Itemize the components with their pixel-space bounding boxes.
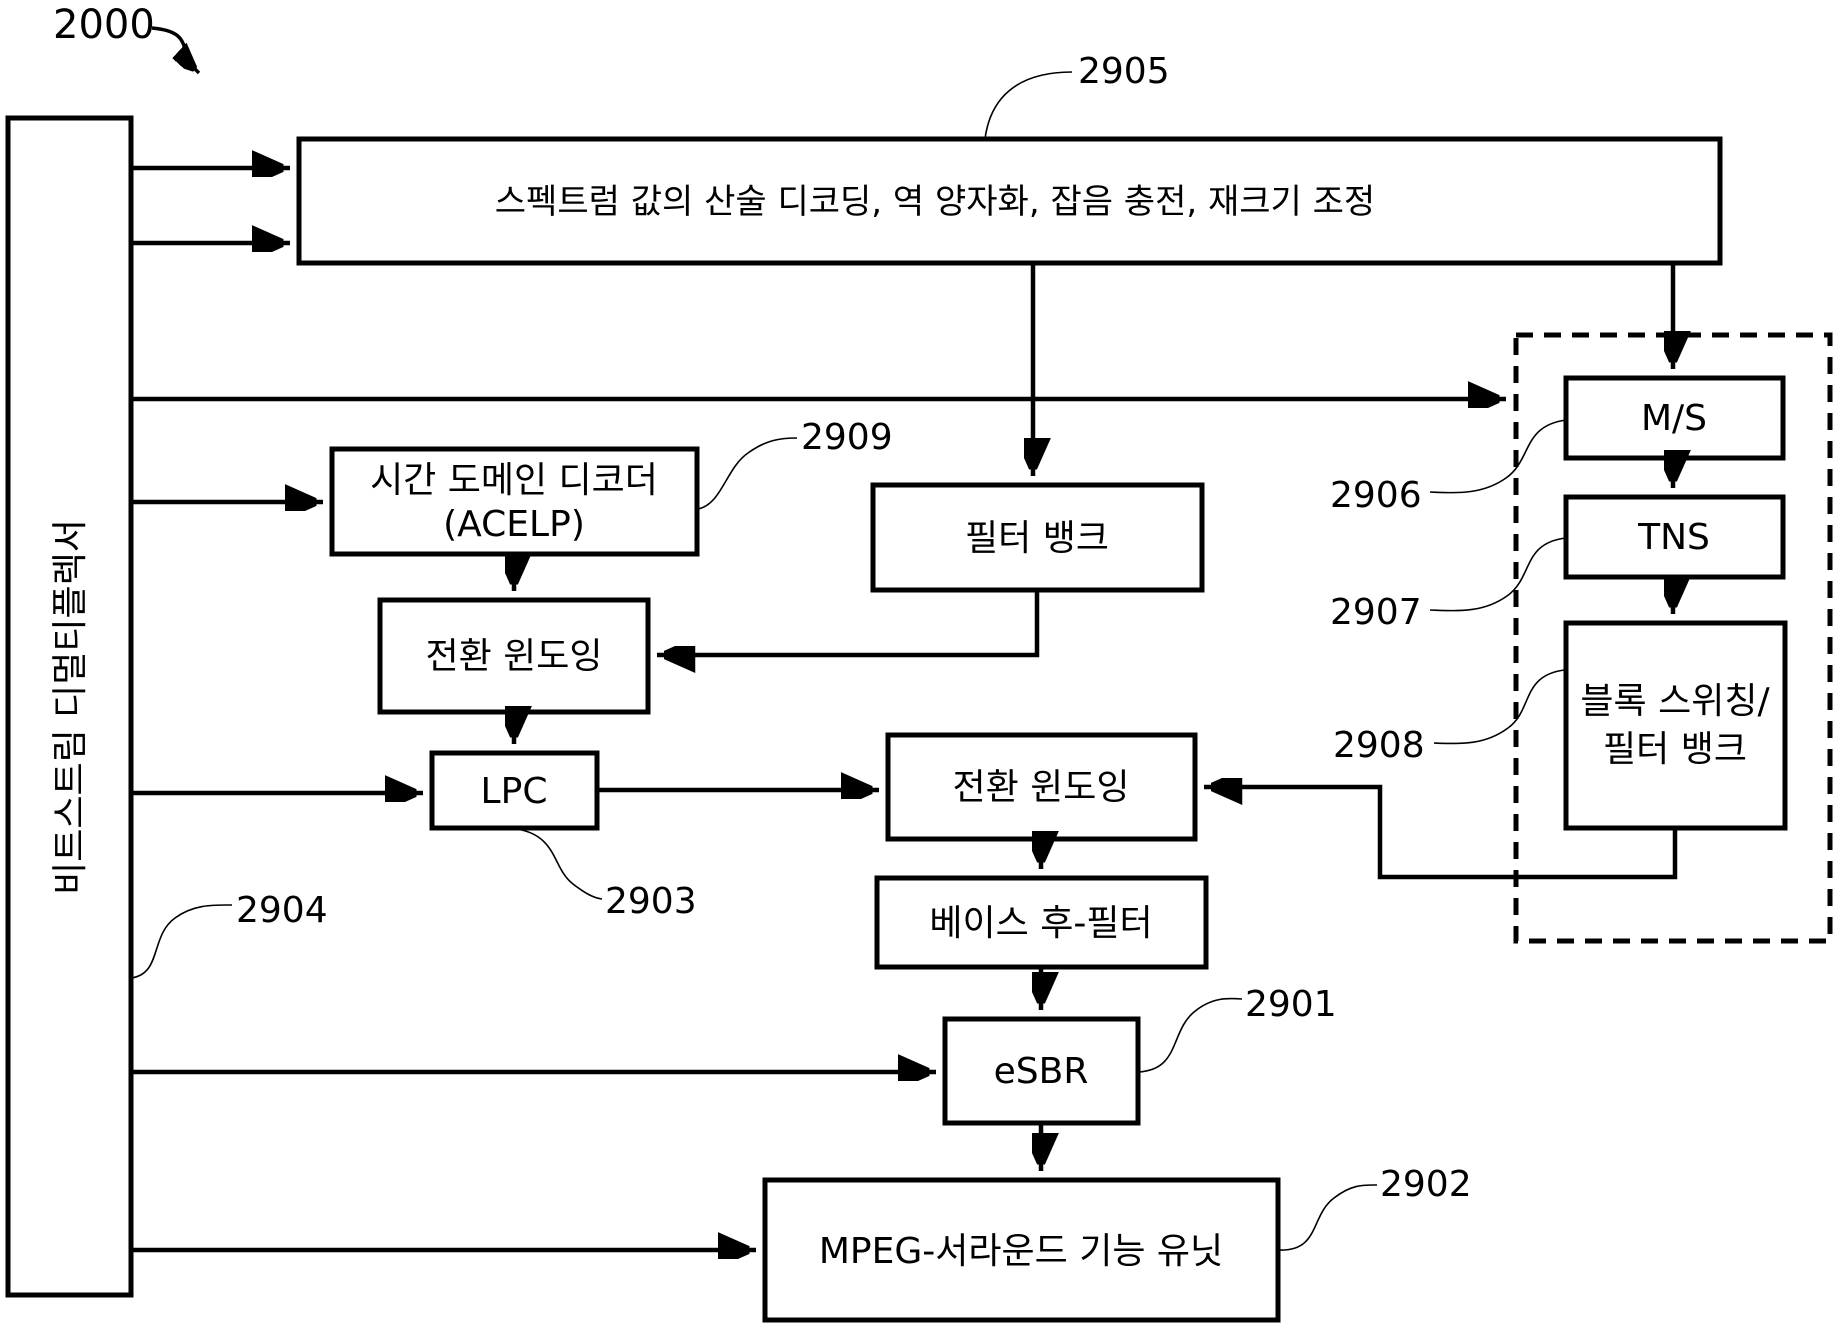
ref-label-2901: 2901 (1245, 984, 1337, 1025)
leader-2902 (1277, 1184, 1378, 1251)
time-domain-decoder-label-line1: 시간 도메인 디코더 (370, 460, 658, 501)
esbr-label: eSBR (994, 1051, 1089, 1092)
ref-label-2903: 2903 (605, 881, 697, 922)
mpeg-surround-box (762, 1177, 1281, 1323)
ref-label-2908: 2908 (1333, 725, 1425, 766)
demultiplexer-box (5, 115, 134, 1298)
arrow-block-switching-to-windowing-center (1204, 787, 1678, 880)
leader-2909 (697, 437, 798, 510)
arrow-filter-bank-to-windowing-left (657, 590, 1040, 655)
ms-label: M/S (1641, 398, 1707, 439)
ref-label-2905: 2905 (1078, 51, 1170, 92)
spectral-decoding-box (296, 136, 1723, 266)
transition-windowing-center-label: 전환 윈도잉 (952, 767, 1129, 808)
figure-number-label: 2000 (53, 2, 155, 48)
ref-label-2902: 2902 (1380, 1164, 1472, 1205)
ref-label-2909: 2909 (801, 417, 893, 458)
leader-2908 (1433, 669, 1565, 745)
leader-2906 (1429, 419, 1567, 494)
filter-bank-box (870, 482, 1205, 593)
ref-label-2904: 2904 (236, 890, 328, 931)
figure-number-arrow (151, 26, 199, 75)
mpeg-surround-label: MPEG-서라운드 기능 유닛 (819, 1231, 1223, 1272)
spectral-decoding-label: 스펙트럼 값의 산술 디코딩, 역 양자화, 잡음 충전, 재크기 조정 (495, 182, 1375, 222)
tns-label: TNS (1637, 517, 1710, 558)
transition-windowing-left-label: 전환 윈도잉 (425, 636, 602, 677)
ref-label-2906: 2906 (1330, 475, 1422, 516)
block-switching-label-line1: 블록 스위칭/ (1580, 681, 1770, 722)
leader-2907 (1429, 537, 1567, 612)
block-switching-filter-bank-box (1563, 620, 1788, 831)
filter-bank-label: 필터 뱅크 (965, 518, 1109, 559)
tns-box (1563, 494, 1786, 580)
time-domain-decoder-label-line2: (ACELP) (443, 504, 585, 545)
leader-2901 (1137, 997, 1243, 1073)
bass-post-filter-box (874, 875, 1209, 970)
block-switching-label-line2: 필터 뱅크 (1603, 729, 1747, 770)
leader-2903 (516, 828, 603, 900)
lpc-label: LPC (481, 771, 548, 812)
leader-2905 (984, 71, 1073, 140)
ref-label-2907: 2907 (1330, 592, 1422, 633)
bass-post-filter-label: 베이스 후-필터 (929, 903, 1152, 944)
ms-box (1563, 375, 1786, 461)
leader-2904 (130, 904, 233, 979)
demultiplexer-label: 비트스트림 디멀티플렉서 (50, 519, 91, 895)
